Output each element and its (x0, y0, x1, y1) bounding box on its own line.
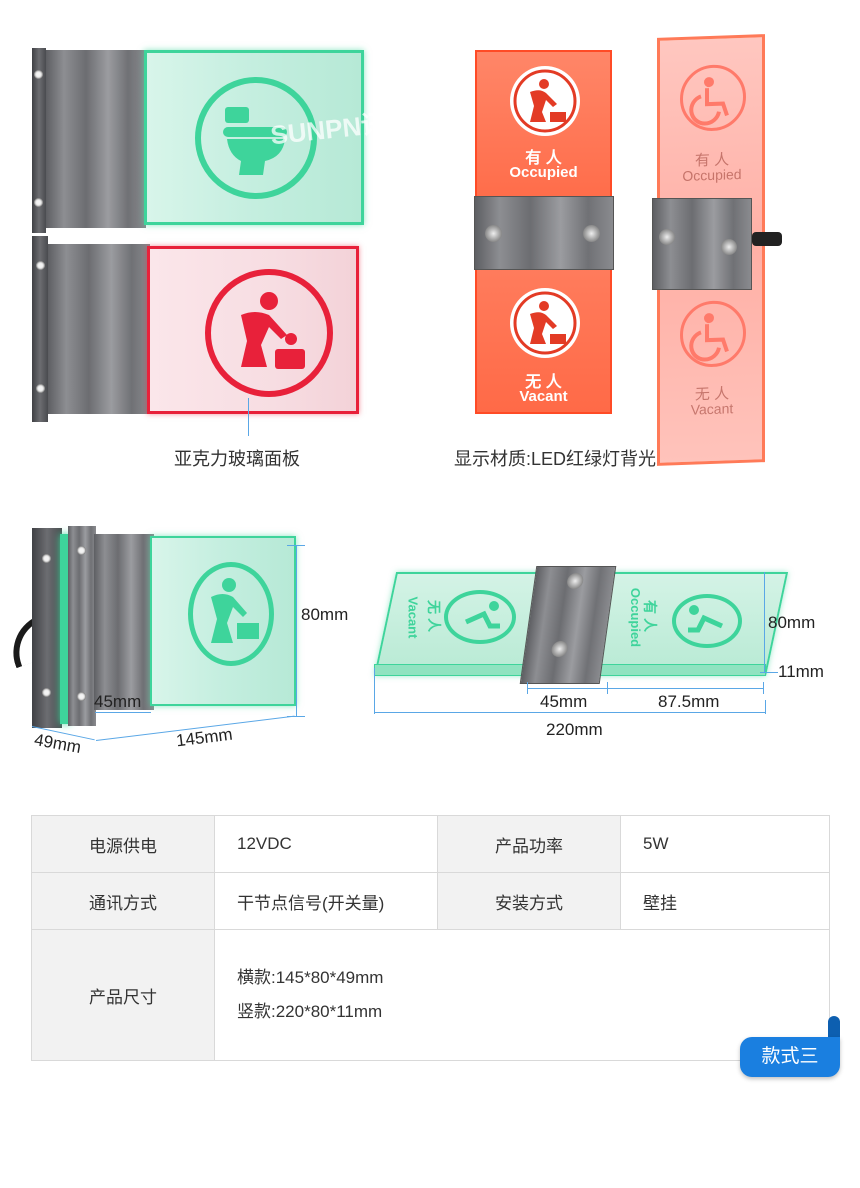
screw-icon (721, 239, 737, 255)
cable-stub (752, 232, 782, 246)
label-communication: 通讯方式 (31, 872, 215, 930)
acrylic-panel-green (144, 50, 364, 225)
steel-bracket (48, 244, 150, 414)
baby-changing-icon (205, 269, 333, 397)
panel-material-caption: 亚克力玻璃面板 (174, 449, 300, 469)
acrylic-panel-red (147, 246, 359, 414)
back-plate (32, 528, 62, 728)
dim-half-87: 87.5mm (658, 692, 720, 711)
baby-changing-icon (188, 562, 274, 666)
table-row: 电源供电 12VDC 产品功率 5W (31, 815, 830, 873)
steel-bracket (46, 50, 146, 228)
dim-inner-45: 45mm (94, 692, 142, 711)
toilet-icon (195, 77, 317, 199)
value-communication: 干节点信号(开关量) (214, 872, 438, 930)
table-row: 通讯方式 干节点信号(开关量) 安装方式 壁挂 (31, 872, 830, 930)
occupied-cn: 有 人 (525, 150, 562, 167)
bracket-body (94, 534, 154, 710)
screw-icon (550, 641, 569, 657)
value-power-supply: 12VDC (214, 815, 438, 873)
dim-length-220: 220mm (546, 720, 603, 739)
acrylic-panel (150, 536, 296, 706)
size-vertical: 竖款:220*80*11mm (237, 1002, 383, 1021)
horizontal-model-drawing (0, 520, 370, 770)
vacant-cn: 无 人 (425, 600, 442, 632)
style-tag: 款式三 (740, 1037, 840, 1077)
vacant-en: Vacant (405, 596, 421, 639)
occupied-en: Occupied (509, 164, 578, 181)
accessible-icon (444, 590, 516, 644)
front-plate (68, 526, 96, 726)
accessible-icon (672, 594, 742, 648)
baby-changing-icon (510, 66, 580, 136)
size-horizontal: 横款:145*80*49mm (237, 968, 384, 987)
display-material-caption: 显示材质:LED红绿灯背光 (454, 449, 657, 469)
label-installation: 安装方式 (437, 872, 621, 930)
accessible-icon (680, 63, 746, 133)
label-size: 产品尺寸 (31, 929, 215, 1061)
center-bracket (519, 566, 617, 684)
bracket-side-plate (32, 48, 46, 233)
vacant-cn: 无 人 (525, 374, 562, 391)
bracket-side-plate (32, 236, 48, 422)
vacant-en: Vacant (690, 400, 734, 418)
red-sign-product (32, 236, 362, 422)
vertical-model-drawing: 无 人 Vacant Occupied 有 人 (372, 560, 852, 760)
accessible-icon (680, 299, 746, 369)
side-bracket (652, 198, 752, 290)
screw-icon (583, 225, 600, 242)
value-installation: 壁挂 (620, 872, 830, 930)
dim-bracket-45: 45mm (540, 692, 588, 711)
screw-icon (566, 573, 585, 589)
vertical-sign-pink: 有 人 Occupied 无 人 Vacant (657, 34, 765, 466)
dim-height-80: 80mm (768, 613, 816, 632)
label-power: 产品功率 (437, 815, 621, 873)
occupied-en: Occupied (682, 165, 742, 184)
dim-thickness-11: 11mm (778, 662, 824, 681)
value-size: 横款:145*80*49mm 竖款:220*80*11mm (214, 929, 830, 1061)
tag-fold (828, 1016, 840, 1040)
table-row: 产品尺寸 横款:145*80*49mm 竖款:220*80*11mm (31, 929, 830, 1061)
vacant-en: Vacant (519, 388, 568, 405)
value-power: 5W (620, 815, 830, 873)
green-sign-product: SUNPN讯鹏 (32, 48, 414, 233)
occupied-cn: 有 人 (641, 600, 658, 632)
baby-changing-icon (510, 288, 580, 358)
screw-icon (659, 229, 675, 245)
label-power-supply: 电源供电 (31, 815, 215, 873)
dim-height-80: 80mm (301, 605, 349, 624)
center-bracket (474, 196, 614, 270)
green-edge-light (60, 534, 70, 724)
screw-icon (485, 225, 502, 242)
spec-table: 电源供电 12VDC 产品功率 5W 通讯方式 干节点信号(开关量) 安装方式 … (31, 815, 830, 1061)
